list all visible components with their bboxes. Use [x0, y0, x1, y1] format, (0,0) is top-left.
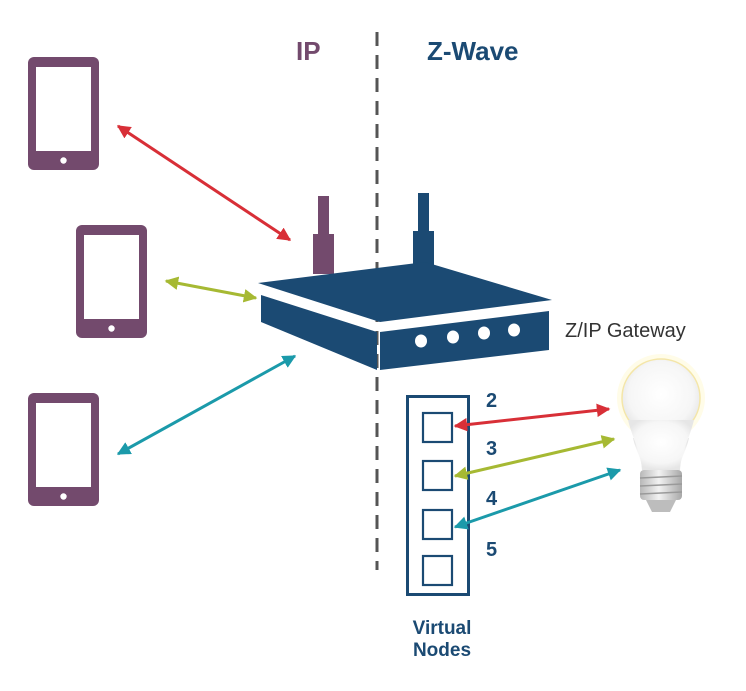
light-bulb-icon: [617, 354, 705, 512]
tablet-icon: [28, 57, 99, 170]
virtual-node-box: [421, 508, 454, 541]
router-icon: [258, 193, 552, 370]
link-node4-bulb: [453, 467, 622, 530]
virtual-nodes-label-line1: Virtual: [412, 618, 472, 639]
gateway-label: Z/IP Gateway: [565, 320, 686, 342]
link-node2-bulb: [453, 403, 611, 432]
node-id-label: 4: [486, 488, 498, 510]
link-node3-bulb: [453, 435, 616, 480]
node-id-label: 2: [486, 390, 498, 412]
link-tablet2-gateway: [164, 276, 258, 303]
node-id-label: 3: [486, 438, 498, 460]
tablet-icon: [76, 225, 147, 338]
virtual-node-box: [421, 554, 454, 587]
virtual-nodes-label-line2: Nodes: [412, 640, 472, 661]
virtual-node-box: [421, 459, 454, 492]
ip-zone-label: IP: [296, 36, 321, 66]
virtual-node-box: [421, 411, 454, 444]
link-tablet3-gateway: [116, 354, 297, 456]
virtual-nodes-label: Virtual Nodes: [400, 618, 484, 662]
link-tablet1-gateway: [116, 124, 292, 242]
tablet-icon: [28, 393, 99, 506]
node-id-label: 5: [486, 539, 498, 561]
zwave-zone-label: Z-Wave: [427, 36, 519, 66]
